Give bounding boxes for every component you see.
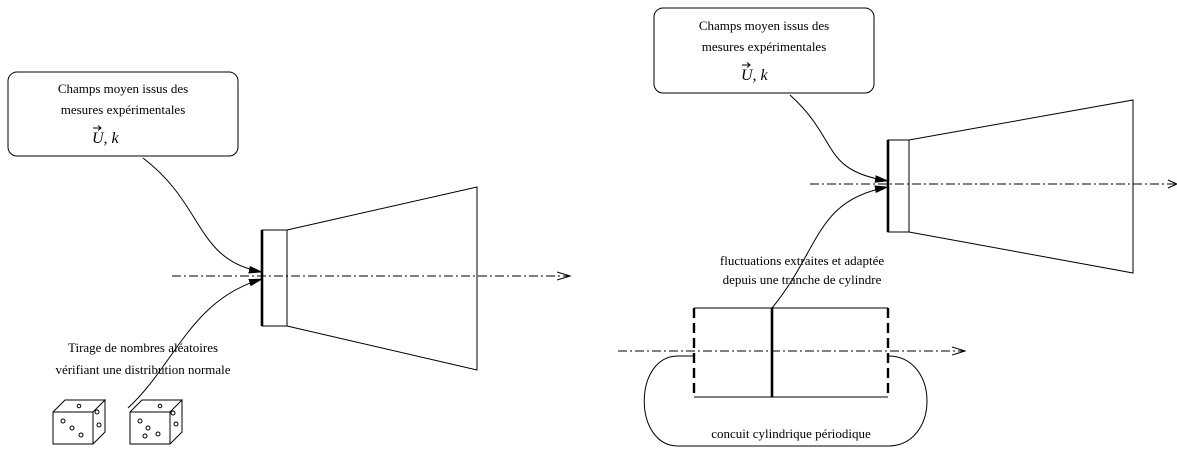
- left-random-line2: vérifiant une distribution normale: [55, 362, 230, 377]
- right-callout-box: [653, 7, 875, 94]
- right-mean-field-arrow: [789, 94, 888, 181]
- right-inlet-cylinder: [887, 139, 910, 233]
- right-callout-math: U, k: [741, 67, 769, 84]
- left-callout-math: U, k: [92, 130, 120, 147]
- left-callout-box: [7, 71, 239, 157]
- left-random-arrow: [127, 278, 262, 409]
- left-diffuser: [286, 186, 478, 371]
- right-callout-line2: mesures expérimentales: [702, 39, 827, 54]
- left-callout-line1: Champs moyen issus des: [58, 81, 188, 96]
- right-diffuser: [908, 99, 1134, 274]
- left-mean-field-arrow: [142, 157, 262, 272]
- right-callout-line1: Champs moyen issus des: [699, 18, 829, 33]
- right-vector-arrow-mark: [742, 62, 751, 68]
- die-icon: [129, 399, 184, 445]
- right-fluct-line2: depuis une tranche de cylindre: [723, 272, 882, 287]
- left-callout-line2: mesures expérimentales: [61, 102, 186, 117]
- right-panel: Champs moyen issus des mesures expérimen…: [618, 7, 1177, 447]
- die-icon: [52, 399, 107, 445]
- left-inlet-cylinder: [261, 229, 288, 327]
- right-fluct-arrow: [771, 187, 888, 309]
- periodic-loop: [643, 355, 928, 447]
- right-centerline-arrowhead: [1167, 179, 1177, 189]
- left-panel: Champs moyen issus des mesures expérimen…: [7, 71, 570, 445]
- left-vector-arrow-mark: [93, 125, 102, 131]
- circuit-label: concuit cylindrique périodique: [711, 426, 871, 441]
- right-fluct-line1: fluctuations extraites et adaptée: [720, 253, 884, 268]
- left-random-line1-text: Tirage de nombres aléatoires: [68, 340, 218, 355]
